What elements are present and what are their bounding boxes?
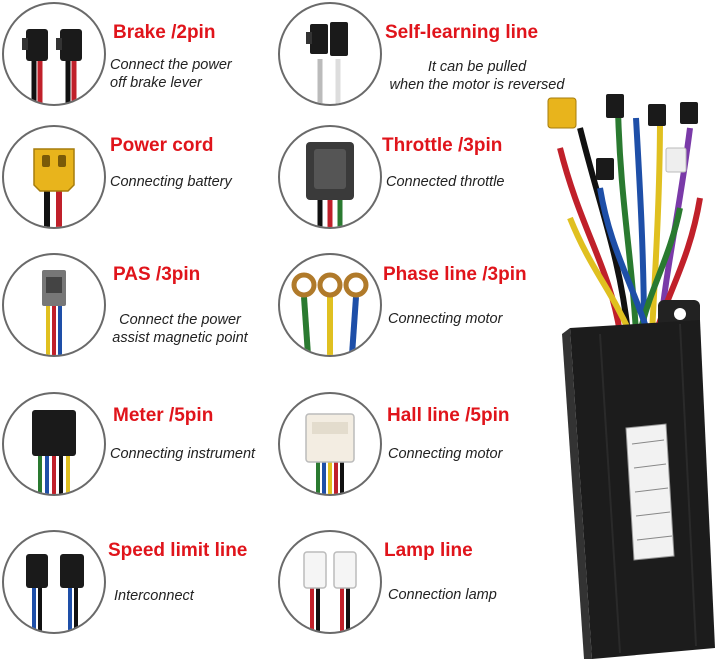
brake-connector-icon [22, 29, 82, 104]
self-learning-connector-circle [278, 2, 382, 106]
item-title: Phase line /3pin [383, 264, 527, 285]
speed-limit-connector-icon [26, 554, 84, 632]
item-desc-line: Connecting battery [110, 174, 232, 190]
item-desc-line: Connection lamp [388, 587, 497, 603]
meter-connector-icon [32, 410, 76, 494]
lamp-connector-icon [303, 551, 357, 632]
pas-connector-icon [42, 270, 66, 355]
item-desc-line: It can be pulled [427, 59, 527, 75]
item-desc-line: Connected throttle [386, 174, 505, 190]
item-title: Hall line /5pin [387, 405, 510, 426]
hall-connector-icon [305, 413, 355, 494]
power-connector-circle [2, 125, 106, 229]
meter-connector-circle [2, 392, 106, 496]
xt60-power-connector-icon [33, 148, 75, 227]
item-desc-line: Connect the power [110, 57, 232, 73]
item-title: Speed limit line [108, 540, 248, 561]
controller-box [540, 88, 720, 659]
item-title: Self-learning line [385, 22, 539, 43]
item-desc-line: Connecting motor [388, 311, 503, 327]
item-desc-line: off brake lever [110, 75, 202, 91]
item-title: Meter /5pin [113, 405, 214, 426]
lamp-connector-circle [278, 530, 382, 634]
item-desc-line: when the motor is reversed [389, 77, 565, 93]
pas-connector-circle [2, 253, 106, 357]
item-title: PAS /3pin [113, 264, 201, 285]
controller-illustration [547, 94, 715, 659]
throttle-connector-icon [306, 142, 354, 227]
item-desc-line: Connect the power [119, 312, 241, 328]
item-desc-line: Interconnect [114, 588, 194, 604]
item-desc-line: Connecting motor [388, 446, 503, 462]
item-title: Lamp line [384, 540, 473, 561]
phase-line-circle [278, 253, 382, 357]
item-title: Throttle /3pin [382, 135, 503, 156]
item-desc-line: assist magnetic point [112, 330, 248, 346]
phase-ring-terminal-icon [291, 272, 369, 355]
brake-connector-circle [2, 2, 106, 106]
item-title: Power cord [110, 135, 214, 156]
hall-connector-circle [278, 392, 382, 496]
item-desc-line: Connecting instrument [110, 446, 256, 462]
self-learning-connector-icon [306, 22, 348, 104]
speed-limit-connector-circle [2, 530, 106, 634]
item-title: Brake /2pin [113, 22, 216, 43]
throttle-connector-circle [278, 125, 382, 229]
